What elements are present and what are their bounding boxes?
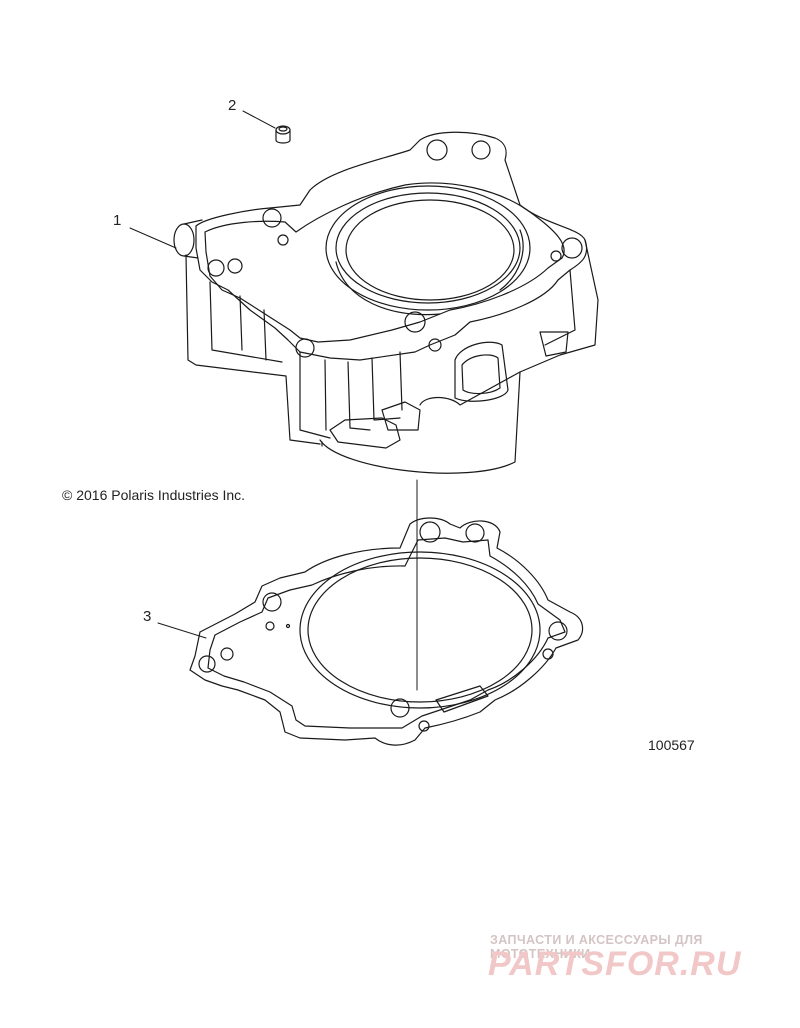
callout-2: 2 bbox=[228, 97, 237, 114]
leader-line-1 bbox=[129, 227, 177, 249]
leader-line-3 bbox=[157, 622, 207, 639]
callout-1: 1 bbox=[113, 212, 122, 229]
leader-line-2 bbox=[242, 110, 276, 129]
head-gasket-part bbox=[189, 517, 584, 746]
dowel-pin-part bbox=[275, 125, 291, 144]
cylinder-part bbox=[173, 131, 599, 474]
copyright-text: © 2016 Polaris Industries Inc. bbox=[62, 487, 246, 503]
figure-number: 100567 bbox=[648, 737, 695, 753]
watermark-logo: PARTSFOR.RU bbox=[488, 945, 742, 983]
watermark-tagline: ЗАПЧАСТИ И АКСЕССУАРЫ ДЛЯ МОТОТЕХНИКИ bbox=[490, 933, 703, 961]
callout-3: 3 bbox=[143, 608, 152, 625]
